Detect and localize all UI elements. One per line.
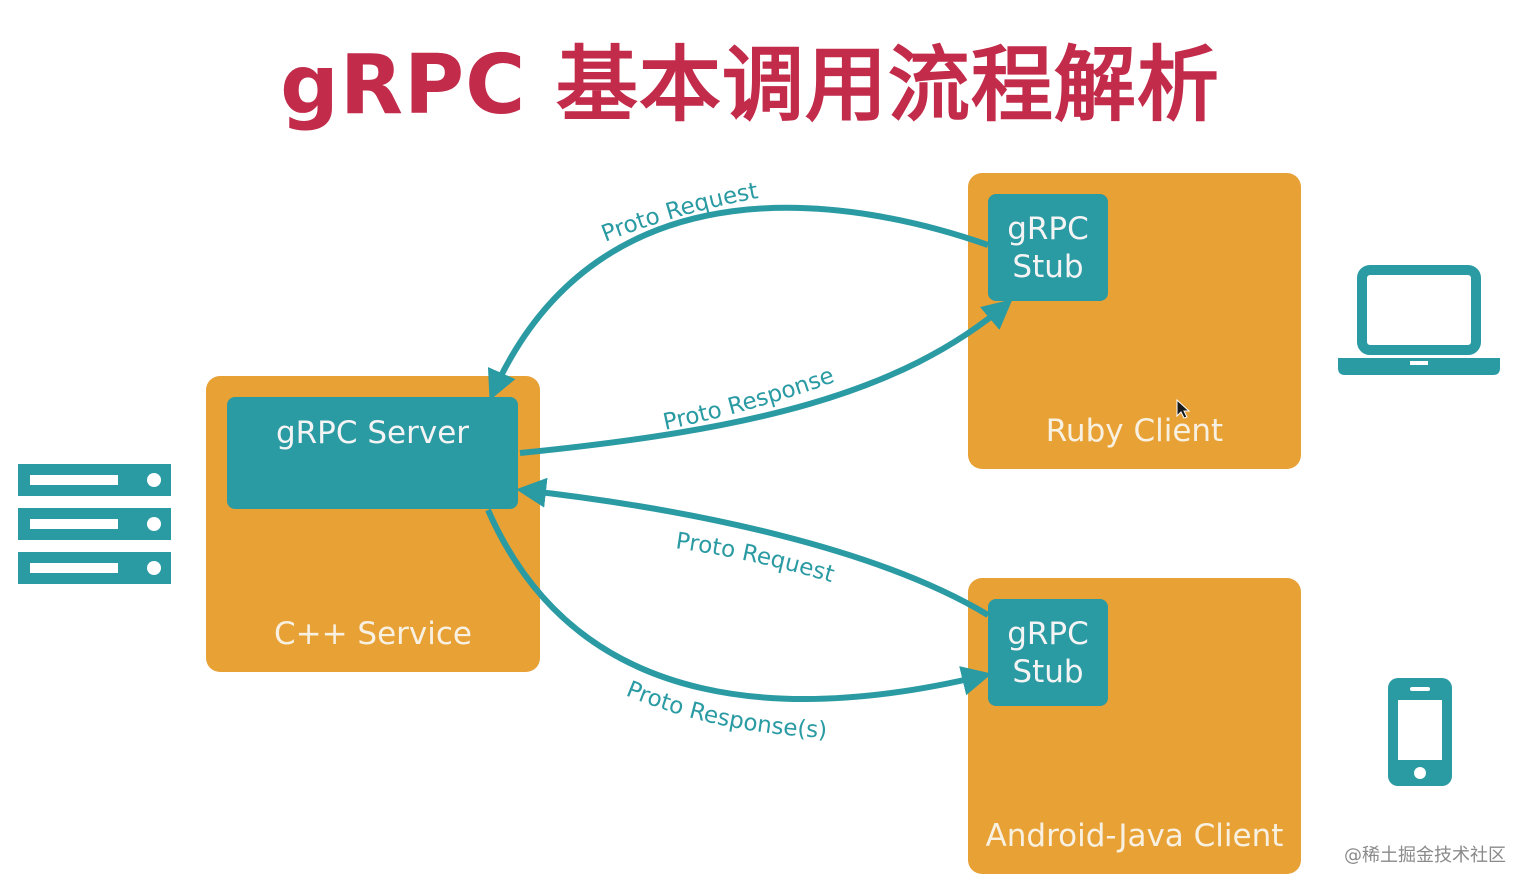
ruby-stub-line2: Stub	[1012, 249, 1084, 285]
android-client-label: Android-Java Client	[985, 818, 1284, 854]
android-client-panel: gRPC Stub Android-Java Client	[968, 578, 1301, 874]
phone-icon	[1388, 678, 1452, 786]
ruby-stub-line1: gRPC	[1007, 211, 1089, 247]
ruby-request-arrow	[487, 204, 989, 401]
android-response-arrow	[485, 508, 992, 702]
ruby-client-label: Ruby Client	[1045, 413, 1224, 449]
ruby-response-arrow	[519, 299, 1013, 456]
android-grpc-stub-box: gRPC Stub	[988, 599, 1108, 706]
android-request-label: Proto Request	[674, 528, 837, 588]
laptop-icon	[1338, 265, 1500, 375]
grpc-server-label: gRPC Server	[275, 415, 470, 451]
cpp-service-label: C++ Service	[273, 616, 473, 652]
cursor-icon	[1176, 398, 1191, 419]
page-title: gRPC 基本调用流程解析	[280, 38, 1220, 133]
ruby-client-panel: gRPC Stub Ruby Client	[968, 173, 1301, 469]
android-request-arrow	[516, 477, 990, 618]
android-stub-line1: gRPC	[1007, 616, 1089, 652]
ruby-response-label: Proto Response	[661, 363, 838, 436]
server-rack-icon	[18, 464, 171, 584]
android-stub-line2: Stub	[1012, 654, 1084, 690]
watermark: @稀土掘金技术社区	[1344, 845, 1506, 866]
android-response-label: Proto Response(s)	[623, 677, 828, 744]
cpp-service-panel: gRPC Server C++ Service	[206, 376, 540, 672]
grpc-server-box: gRPC Server	[227, 397, 518, 509]
ruby-grpc-stub-box: gRPC Stub	[988, 194, 1108, 301]
